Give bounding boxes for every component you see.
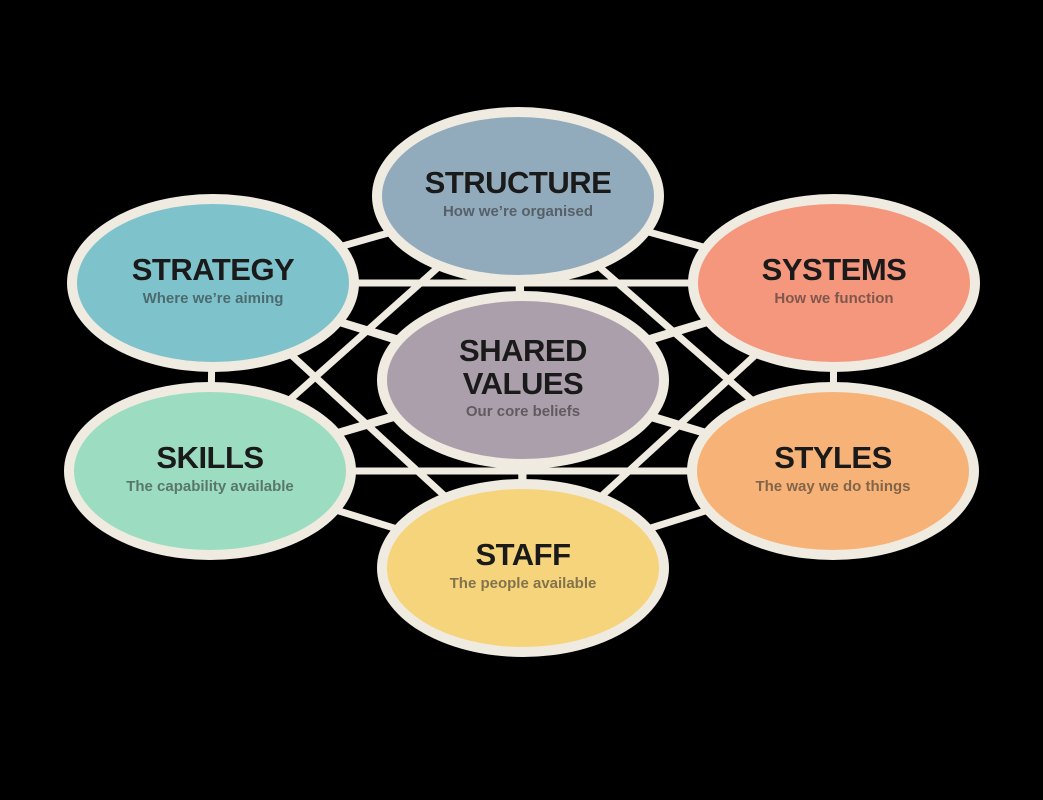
node-strategy-title: STRATEGY <box>131 252 295 288</box>
node-systems-subtitle: How we function <box>774 289 894 307</box>
node-structure: STRUCTURE How we’re organised <box>372 107 664 285</box>
node-staff: STAFF The people available <box>377 479 669 657</box>
node-strategy-subtitle: Where we’re aiming <box>142 289 284 307</box>
node-staff-subtitle: The people available <box>449 574 597 592</box>
node-skills-subtitle: The capability available <box>126 477 294 495</box>
node-systems-title: SYSTEMS <box>761 252 907 288</box>
node-shared-values-subtitle: Our core beliefs <box>465 403 581 421</box>
node-structure-subtitle: How we’re organised <box>442 202 594 220</box>
node-systems: SYSTEMS How we function <box>688 194 980 372</box>
node-staff-title: STAFF <box>475 537 571 573</box>
node-styles-title: STYLES <box>774 440 892 476</box>
node-shared-values-title: SHARED VALUES <box>459 332 587 401</box>
node-skills-title: SKILLS <box>156 440 264 476</box>
node-shared-values: SHARED VALUES Our core beliefs <box>377 291 669 469</box>
node-strategy: STRATEGY Where we’re aiming <box>67 194 359 372</box>
node-styles-subtitle: The way we do things <box>755 477 911 495</box>
node-skills: SKILLS The capability available <box>64 382 356 560</box>
node-structure-title: STRUCTURE <box>424 165 612 201</box>
node-styles: STYLES The way we do things <box>687 382 979 560</box>
